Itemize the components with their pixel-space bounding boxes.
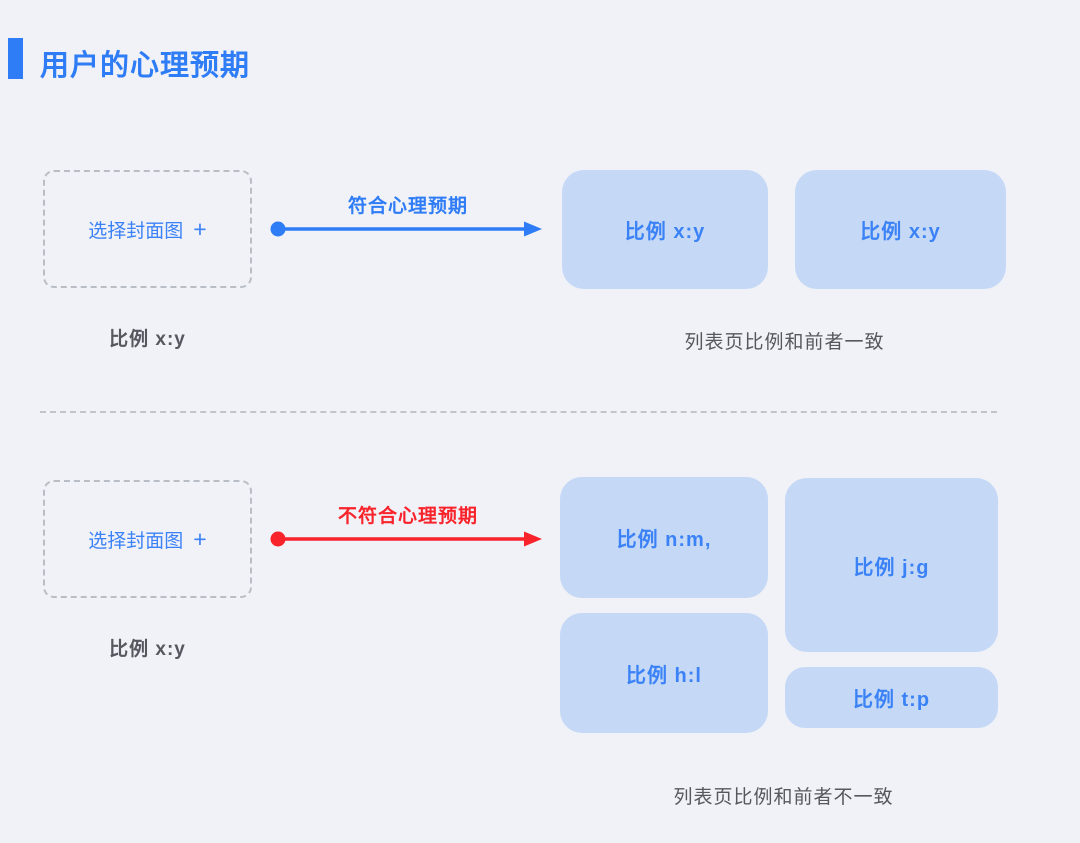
- result-box: 比例 h:l: [560, 613, 768, 733]
- section-caption-bottom: 列表页比例和前者不一致: [673, 787, 894, 808]
- upload-ratio-label-top: 比例 x:y: [109, 329, 186, 350]
- result-box: 比例 x:y: [562, 170, 768, 289]
- result-box: 比例 t:p: [785, 667, 998, 728]
- cover-upload-placeholder-bottom[interactable]: 选择封面图 +: [43, 480, 252, 598]
- title-accent-bar: [8, 38, 23, 79]
- upload-label: 选择封面图: [88, 220, 184, 242]
- upload-ratio-label-bottom: 比例 x:y: [109, 639, 186, 660]
- upload-label: 选择封面图: [88, 530, 184, 552]
- arrow-label-match: 符合心理预期: [347, 196, 468, 217]
- plus-icon: +: [193, 215, 207, 242]
- arrow-red-icon: [270, 531, 542, 547]
- cover-upload-placeholder-top[interactable]: 选择封面图 +: [43, 170, 252, 288]
- result-box: 比例 j:g: [785, 478, 998, 652]
- result-box: 比例 n:m,: [560, 477, 768, 598]
- arrow-label-mismatch: 不符合心理预期: [337, 506, 478, 527]
- arrow-blue-icon: [270, 221, 542, 237]
- section-divider: [40, 411, 997, 413]
- plus-icon: +: [193, 525, 207, 552]
- page-title: 用户的心理预期: [40, 50, 251, 82]
- section-caption-top: 列表页比例和前者一致: [684, 332, 885, 353]
- result-box: 比例 x:y: [795, 170, 1006, 289]
